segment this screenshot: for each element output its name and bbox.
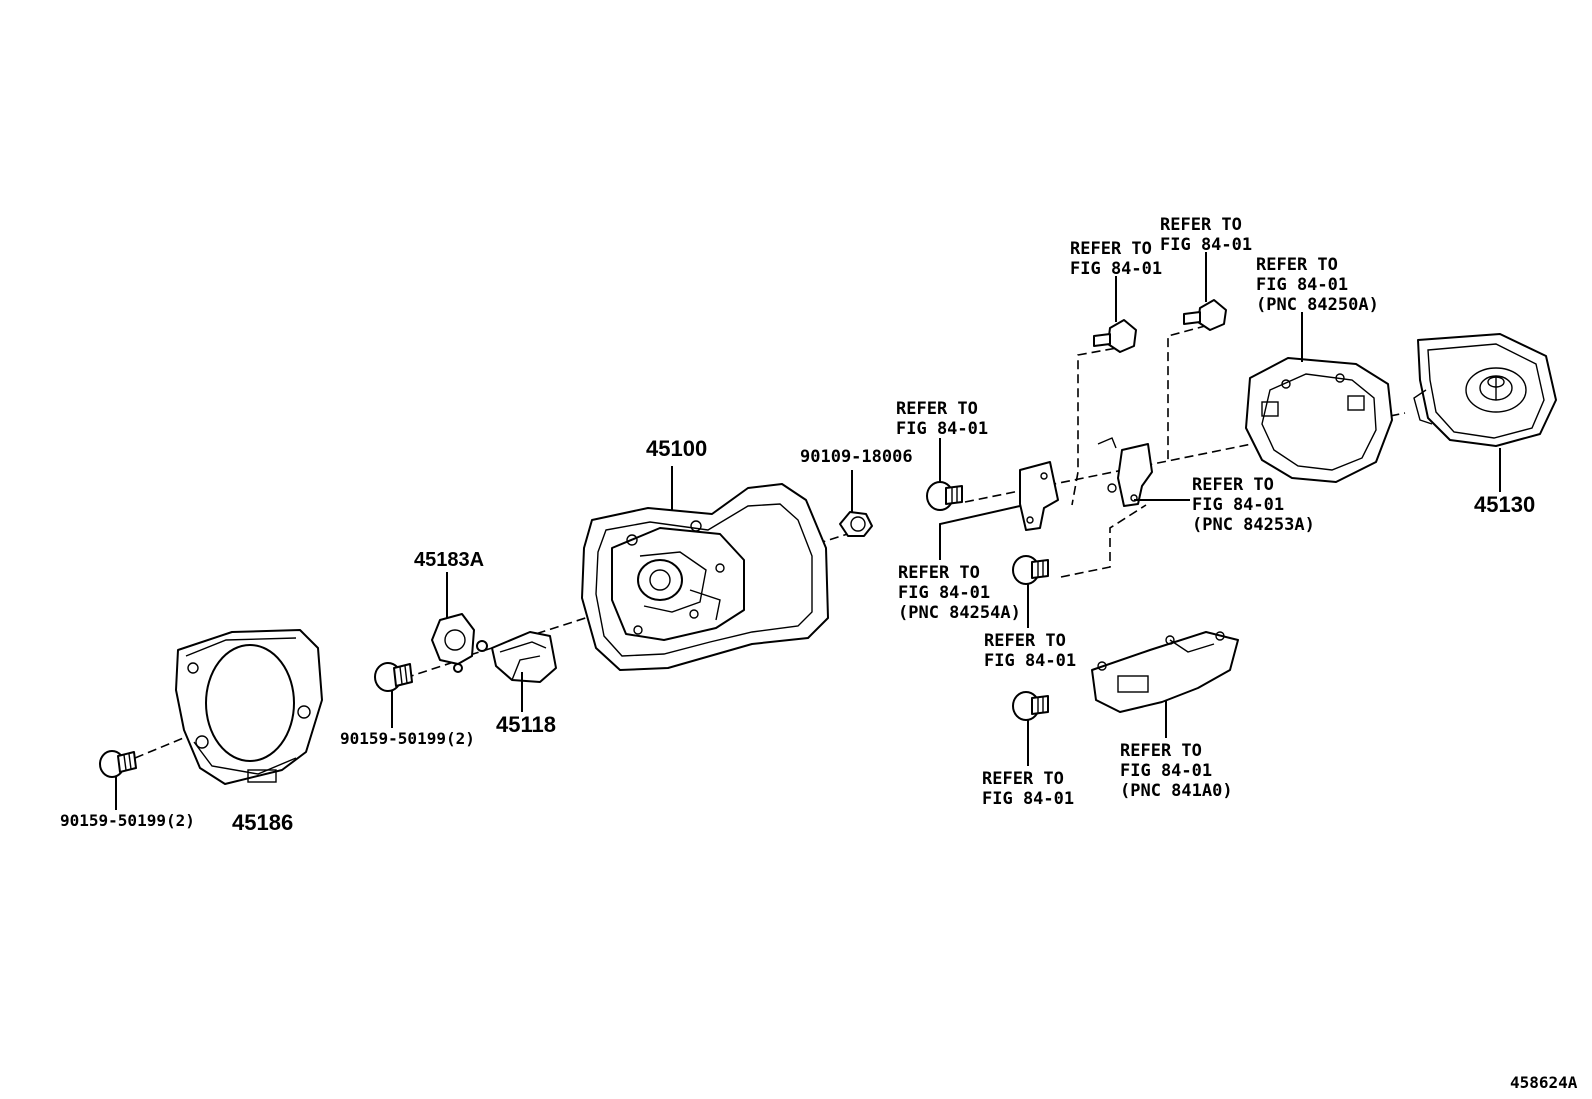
bracket-84253a <box>1097 437 1190 507</box>
lower-switch-841a0 <box>1091 631 1239 738</box>
refer-line: REFER TO <box>1160 215 1242 235</box>
label-45130: 45130 <box>1474 492 1535 517</box>
label-45118: 45118 <box>496 712 556 737</box>
refer-line: FIG 84-01 <box>1192 495 1284 515</box>
part-45186-cover <box>175 629 323 785</box>
bracket-84254a <box>939 461 1059 560</box>
refer-line: FIG 84-01 <box>982 789 1074 809</box>
screw-refer-lower <box>1012 555 1049 628</box>
switch-bezel-84250a <box>1245 312 1393 483</box>
refer-line: (PNC 841A0) <box>1120 781 1233 801</box>
part-45130-airbag <box>1413 333 1557 492</box>
label-45100: 45100 <box>646 436 707 461</box>
screw-refer-top-a <box>1093 276 1137 353</box>
part-45100-steering-wheel <box>581 466 829 671</box>
refer-line: FIG 84-01 <box>1160 235 1252 255</box>
screw-refer-bottom <box>1012 691 1049 766</box>
refer-line: REFER TO <box>1192 475 1274 495</box>
part-45183a <box>431 572 488 673</box>
refer-line: FIG 84-01 <box>898 583 990 603</box>
bolt-90109-18006 <box>839 470 873 537</box>
refer-line: FIG 84-01 <box>984 651 1076 671</box>
refer-line: FIG 84-01 <box>1070 259 1162 279</box>
refer-line: REFER TO <box>898 563 980 583</box>
refer-line: (PNC 84253A) <box>1192 515 1315 535</box>
label-90159-left: 90159-50199(2) <box>60 811 195 830</box>
refer-line: REFER TO <box>982 769 1064 789</box>
label-45186: 45186 <box>232 810 293 835</box>
refer-line: (PNC 84254A) <box>898 603 1021 623</box>
fastener-refer-mid <box>926 438 963 511</box>
refer-line: REFER TO <box>896 399 978 419</box>
refer-line: FIG 84-01 <box>1256 275 1348 295</box>
screw-90159-left <box>99 750 137 810</box>
refer-line: FIG 84-01 <box>896 419 988 439</box>
screw-90159-mid <box>374 662 413 728</box>
label-90159-mid: 90159-50199(2) <box>340 729 475 748</box>
refer-line: FIG 84-01 <box>1120 761 1212 781</box>
label-45183a: 45183A <box>414 549 484 571</box>
refer-line: REFER TO <box>1256 255 1338 275</box>
refer-line: REFER TO <box>984 631 1066 651</box>
refer-line: (PNC 84250A) <box>1256 295 1379 315</box>
part-45118 <box>491 631 557 712</box>
refer-line: REFER TO <box>1070 239 1152 259</box>
refer-line: REFER TO <box>1120 741 1202 761</box>
screw-refer-top-b <box>1183 252 1227 331</box>
label-90109-18006: 90109-18006 <box>800 447 913 467</box>
label-figure-id: 458624A <box>1510 1073 1578 1092</box>
